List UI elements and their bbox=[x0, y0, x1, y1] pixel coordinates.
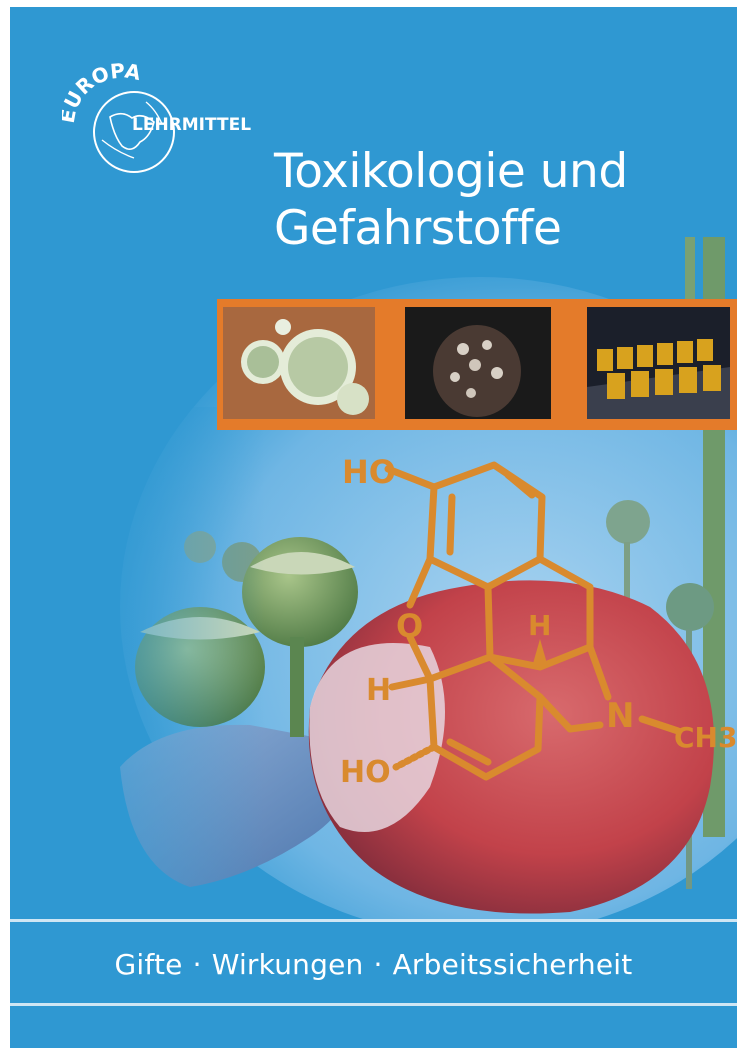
publisher-name: LEHRMITTEL bbox=[132, 115, 251, 135]
wedge-bond bbox=[532, 639, 548, 667]
subtitle-part-3: Arbeitssicherheit bbox=[392, 947, 633, 981]
book-subtitle: Gifte · Wirkungen · Arbeitssicherheit bbox=[10, 929, 737, 999]
subtitle-separator: · bbox=[192, 947, 202, 981]
photo-band bbox=[217, 299, 737, 430]
book-title: Toxikologie und Gefahrstoffe bbox=[274, 143, 628, 257]
mol-h-center: H bbox=[528, 609, 551, 642]
photo-barrels bbox=[587, 307, 730, 419]
subtitle-part-2: Wirkungen bbox=[211, 947, 364, 981]
molecule-structure: HO O H HO H N CH3 bbox=[340, 453, 737, 790]
divider-top bbox=[10, 919, 737, 922]
globe-icon bbox=[93, 91, 175, 173]
mol-h-left: H bbox=[366, 673, 391, 708]
mol-n: N bbox=[606, 696, 634, 736]
title-line-1: Toxikologie und bbox=[274, 144, 628, 199]
mol-ho-bottom: HO bbox=[340, 755, 391, 790]
photo-skin-lesions bbox=[405, 307, 551, 419]
cover-artwork bbox=[10, 237, 737, 919]
photo-mold bbox=[223, 307, 375, 419]
stem bbox=[685, 237, 695, 307]
mol-ch3: CH3 bbox=[674, 721, 737, 754]
subtitle-part-1: Gifte bbox=[114, 947, 183, 981]
title-line-2: Gefahrstoffe bbox=[274, 201, 562, 256]
publisher-logo: EUROPA LEHRMITTEL bbox=[62, 62, 251, 173]
divider-bottom bbox=[10, 1003, 737, 1006]
fade-overlay bbox=[10, 407, 737, 919]
mol-o: O bbox=[396, 607, 423, 645]
subtitle-separator: · bbox=[373, 947, 383, 981]
mol-ho-top: HO bbox=[342, 453, 396, 491]
book-cover: EUROPA LEHRMITTEL Toxikologie und Gefahr… bbox=[10, 7, 737, 1048]
